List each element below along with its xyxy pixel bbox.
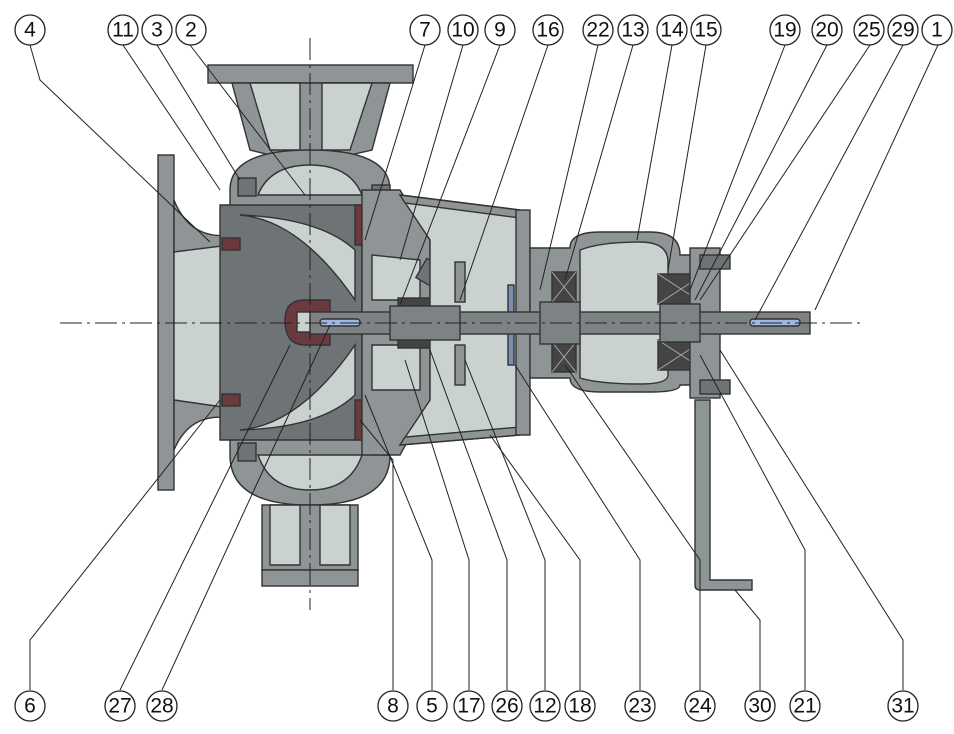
callout-22: 22 xyxy=(582,14,614,46)
svg-text:26: 26 xyxy=(495,695,518,718)
svg-text:4: 4 xyxy=(24,19,36,42)
svg-text:6: 6 xyxy=(24,695,36,718)
callouts-top: 4 11 3 2 7 10 9 16 22 13 14 15 19 20 25 … xyxy=(14,14,953,46)
callout-14: 14 xyxy=(656,14,688,46)
callout-31: 31 xyxy=(887,690,919,722)
callout-2: 2 xyxy=(175,14,207,46)
callout-19: 19 xyxy=(769,14,801,46)
callout-29: 29 xyxy=(887,14,919,46)
callout-10: 10 xyxy=(447,14,479,46)
svg-text:14: 14 xyxy=(660,19,684,42)
callout-5: 5 xyxy=(416,690,448,722)
svg-text:21: 21 xyxy=(793,695,816,718)
svg-text:22: 22 xyxy=(586,19,609,42)
callout-1: 1 xyxy=(921,14,953,46)
svg-text:9: 9 xyxy=(494,19,506,42)
callout-6: 6 xyxy=(14,690,46,722)
callout-9: 9 xyxy=(484,14,516,46)
svg-text:7: 7 xyxy=(419,19,431,42)
callout-15: 15 xyxy=(690,14,722,46)
svg-text:18: 18 xyxy=(568,695,591,718)
callout-7: 7 xyxy=(409,14,441,46)
callout-25: 25 xyxy=(853,14,885,46)
svg-text:1: 1 xyxy=(931,19,943,42)
callout-21: 21 xyxy=(789,690,821,722)
callout-4: 4 xyxy=(14,14,46,46)
svg-text:11: 11 xyxy=(112,19,134,42)
support-foot xyxy=(694,399,753,591)
svg-text:10: 10 xyxy=(451,19,474,42)
callout-16: 16 xyxy=(532,14,564,46)
svg-text:19: 19 xyxy=(773,19,796,42)
front-bearing xyxy=(551,271,577,373)
svg-text:24: 24 xyxy=(688,695,712,718)
svg-text:5: 5 xyxy=(426,695,438,718)
svg-text:20: 20 xyxy=(815,19,838,42)
leader-lines xyxy=(29,44,939,691)
callout-12: 12 xyxy=(529,690,561,722)
svg-text:17: 17 xyxy=(457,695,480,718)
callout-23: 23 xyxy=(624,690,656,722)
callout-28: 28 xyxy=(146,690,178,722)
svg-text:12: 12 xyxy=(533,695,556,718)
svg-text:15: 15 xyxy=(694,19,717,42)
svg-text:8: 8 xyxy=(387,695,399,718)
callout-8: 8 xyxy=(377,690,409,722)
svg-text:30: 30 xyxy=(748,695,771,718)
svg-text:31: 31 xyxy=(891,695,914,718)
svg-text:16: 16 xyxy=(536,19,559,42)
svg-text:3: 3 xyxy=(151,19,163,42)
svg-text:28: 28 xyxy=(150,695,173,718)
callouts-bottom: 6 27 28 8 5 17 26 12 18 23 24 30 21 31 xyxy=(14,690,919,722)
callout-13: 13 xyxy=(617,14,649,46)
callout-24: 24 xyxy=(684,690,716,722)
svg-text:27: 27 xyxy=(108,695,131,718)
callout-18: 18 xyxy=(564,690,596,722)
svg-text:23: 23 xyxy=(628,695,651,718)
svg-text:13: 13 xyxy=(621,19,644,42)
callout-17: 17 xyxy=(453,690,485,722)
svg-text:2: 2 xyxy=(185,19,197,42)
svg-text:25: 25 xyxy=(857,19,880,42)
callout-27: 27 xyxy=(104,690,136,722)
callout-30: 30 xyxy=(744,690,776,722)
callout-3: 3 xyxy=(141,14,173,46)
callout-11: 11 xyxy=(107,14,139,46)
svg-text:29: 29 xyxy=(891,19,914,42)
callout-26: 26 xyxy=(491,690,523,722)
callout-20: 20 xyxy=(811,14,843,46)
